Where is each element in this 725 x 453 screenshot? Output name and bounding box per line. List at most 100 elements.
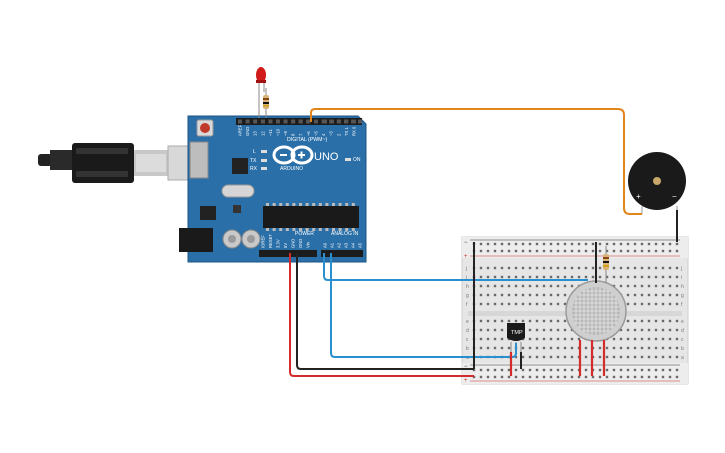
breadboard-hole[interactable] [549, 302, 553, 306]
breadboard-hole[interactable] [528, 284, 532, 288]
header-pin-socket[interactable] [253, 119, 258, 124]
breadboard-hole[interactable] [493, 242, 497, 246]
breadboard-hole[interactable] [661, 266, 665, 270]
breadboard-hole[interactable] [507, 275, 511, 279]
breadboard-hole[interactable] [633, 319, 637, 323]
breadboard-hole[interactable] [619, 275, 623, 279]
header-pin-socket[interactable] [276, 119, 280, 124]
breadboard-hole[interactable] [570, 284, 574, 288]
breadboard-hole[interactable] [633, 328, 637, 332]
breadboard-hole[interactable] [549, 355, 553, 359]
breadboard-hole[interactable] [570, 346, 574, 350]
breadboard-hole[interactable] [500, 275, 504, 279]
breadboard-hole[interactable] [661, 249, 665, 253]
breadboard-hole[interactable] [493, 328, 497, 332]
breadboard-hole[interactable] [605, 275, 609, 279]
breadboard-hole[interactable] [619, 337, 623, 341]
breadboard-hole[interactable] [584, 249, 588, 253]
wire-orange[interactable] [310, 108, 642, 215]
breadboard-hole[interactable] [619, 242, 623, 246]
breadboard-hole[interactable] [577, 242, 581, 246]
breadboard-hole[interactable] [661, 319, 665, 323]
breadboard-hole[interactable] [563, 375, 567, 379]
breadboard-hole[interactable] [521, 368, 525, 372]
breadboard-hole[interactable] [486, 275, 490, 279]
breadboard-hole[interactable] [542, 368, 546, 372]
breadboard-hole[interactable] [542, 249, 546, 253]
breadboard-hole[interactable] [521, 249, 525, 253]
breadboard-hole[interactable] [675, 328, 679, 332]
breadboard-hole[interactable] [507, 346, 511, 350]
breadboard-hole[interactable] [619, 284, 623, 288]
breadboard-hole[interactable] [549, 249, 553, 253]
breadboard-hole[interactable] [549, 242, 553, 246]
wire-red-5v[interactable] [289, 253, 474, 377]
breadboard-hole[interactable] [507, 249, 511, 253]
breadboard-hole[interactable] [633, 249, 637, 253]
breadboard-hole[interactable] [528, 355, 532, 359]
breadboard-hole[interactable] [479, 328, 483, 332]
breadboard-hole[interactable] [507, 319, 511, 323]
breadboard-hole[interactable] [479, 302, 483, 306]
breadboard-hole[interactable] [570, 368, 574, 372]
breadboard-hole[interactable] [514, 284, 518, 288]
breadboard-hole[interactable] [542, 346, 546, 350]
breadboard-hole[interactable] [549, 328, 553, 332]
breadboard-hole[interactable] [514, 275, 518, 279]
header-pin-socket[interactable] [314, 119, 318, 124]
breadboard-hole[interactable] [647, 346, 651, 350]
breadboard-hole[interactable] [633, 355, 637, 359]
breadboard-hole[interactable] [570, 249, 574, 253]
breadboard-hole[interactable] [500, 328, 504, 332]
breadboard-hole[interactable] [479, 242, 483, 246]
breadboard-hole[interactable] [549, 284, 553, 288]
breadboard-hole[interactable] [654, 249, 658, 253]
breadboard-hole[interactable] [563, 242, 567, 246]
breadboard-hole[interactable] [612, 242, 616, 246]
breadboard-hole[interactable] [626, 319, 630, 323]
breadboard-hole[interactable] [486, 249, 490, 253]
breadboard-hole[interactable] [675, 319, 679, 323]
breadboard-hole[interactable] [640, 375, 644, 379]
breadboard-hole[interactable] [661, 368, 665, 372]
breadboard-hole[interactable] [675, 275, 679, 279]
breadboard-hole[interactable] [584, 275, 588, 279]
header-pin-socket[interactable] [337, 119, 341, 124]
gas-sensor[interactable] [565, 280, 627, 342]
breadboard-hole[interactable] [633, 375, 637, 379]
breadboard-hole[interactable] [633, 302, 637, 306]
breadboard-hole[interactable] [640, 319, 644, 323]
breadboard-hole[interactable] [668, 275, 672, 279]
breadboard-hole[interactable] [668, 355, 672, 359]
breadboard-hole[interactable] [507, 293, 511, 297]
breadboard-hole[interactable] [542, 266, 546, 270]
breadboard-hole[interactable] [528, 242, 532, 246]
breadboard-hole[interactable] [493, 266, 497, 270]
breadboard-hole[interactable] [563, 302, 567, 306]
breadboard-hole[interactable] [549, 275, 553, 279]
breadboard-hole[interactable] [535, 249, 539, 253]
breadboard-hole[interactable] [584, 375, 588, 379]
breadboard-hole[interactable] [668, 346, 672, 350]
breadboard-hole[interactable] [584, 242, 588, 246]
breadboard-hole[interactable] [535, 242, 539, 246]
breadboard-hole[interactable] [668, 249, 672, 253]
breadboard-hole[interactable] [626, 284, 630, 288]
breadboard-hole[interactable] [563, 266, 567, 270]
breadboard-hole[interactable] [521, 266, 525, 270]
breadboard-hole[interactable] [675, 368, 679, 372]
breadboard-hole[interactable] [479, 266, 483, 270]
breadboard-hole[interactable] [675, 355, 679, 359]
breadboard-hole[interactable] [535, 275, 539, 279]
breadboard-hole[interactable] [500, 337, 504, 341]
breadboard-hole[interactable] [563, 355, 567, 359]
breadboard-hole[interactable] [535, 266, 539, 270]
breadboard-hole[interactable] [640, 284, 644, 288]
breadboard-hole[interactable] [556, 266, 560, 270]
breadboard-hole[interactable] [626, 242, 630, 246]
breadboard-hole[interactable] [661, 275, 665, 279]
breadboard-hole[interactable] [486, 242, 490, 246]
breadboard-hole[interactable] [640, 355, 644, 359]
breadboard-hole[interactable] [577, 275, 581, 279]
